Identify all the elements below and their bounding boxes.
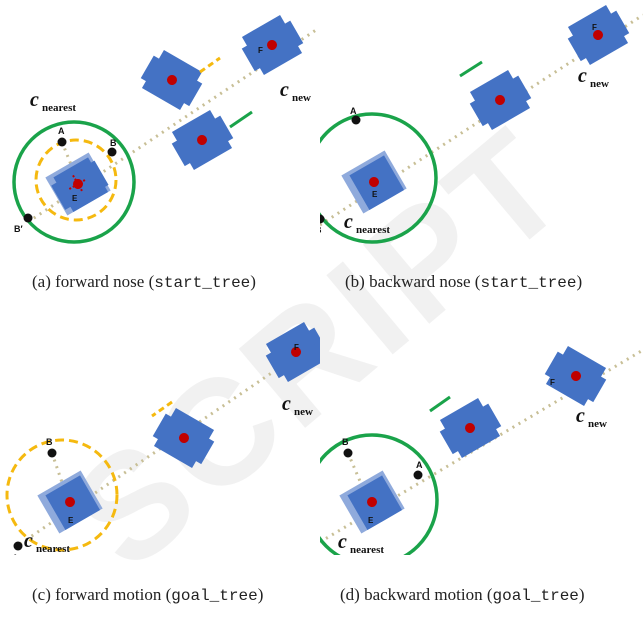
label-B-prime: B′ — [14, 224, 23, 234]
panel-forward-motion: A B E F c nearest c new — [0, 310, 320, 555]
label-F: F — [592, 23, 597, 32]
point-A — [351, 115, 361, 125]
robot-backward — [439, 397, 502, 459]
path-line — [19, 338, 320, 546]
c-nearest-symbol: c — [338, 531, 347, 553]
point-A — [413, 470, 423, 480]
label-A: A — [12, 553, 19, 555]
orange-arrow — [151, 400, 173, 418]
c-new-subscript: new — [294, 406, 313, 418]
label-A: A — [58, 126, 65, 136]
robot-F — [241, 14, 304, 76]
panel-backward-motion: A B E F c nearest c new — [320, 310, 643, 555]
c-nearest-symbol: c — [344, 211, 353, 233]
robot-E — [339, 470, 405, 534]
robot-F — [265, 321, 320, 383]
c-new-symbol: c — [282, 393, 291, 415]
robot-forward-2 — [171, 109, 234, 171]
green-circle — [320, 433, 439, 555]
green-circle — [320, 112, 438, 244]
label-B: B — [320, 225, 322, 235]
robot-forward — [152, 407, 215, 469]
label-B: B — [342, 437, 349, 447]
c-new-subscript: new — [292, 92, 311, 104]
caption-c: (c) forward motion (goal_tree) — [32, 585, 264, 605]
label-E: E — [368, 516, 374, 525]
c-new-symbol: c — [578, 65, 587, 87]
label-B: B — [46, 437, 53, 447]
c-nearest-symbol: c — [24, 530, 33, 552]
point-B — [47, 448, 57, 458]
label-E: E — [72, 194, 78, 203]
green-arrow — [229, 110, 253, 129]
point-B — [107, 147, 117, 157]
point-A — [13, 541, 23, 551]
robot-E — [341, 150, 407, 214]
point-B-prime — [23, 213, 33, 223]
c-nearest-subscript: nearest — [350, 544, 384, 555]
panel-backward-nose: A B E F c nearest c new — [320, 0, 643, 245]
point-A — [57, 137, 67, 147]
caption-b: (b) backward nose (start_tree) — [345, 272, 583, 292]
robot-forward-1 — [140, 49, 203, 111]
robot-F — [544, 345, 607, 407]
c-nearest-subscript: nearest — [36, 543, 70, 555]
panel-forward-nose: A B B′ E F c nearest c new — [0, 0, 320, 245]
path-line-B — [50, 452, 70, 501]
robot-backward-1 — [469, 69, 532, 131]
c-new-subscript: new — [588, 418, 607, 430]
orange-circle — [5, 438, 119, 552]
point-B — [320, 214, 325, 224]
label-F: F — [258, 46, 263, 55]
c-new-symbol: c — [280, 79, 289, 101]
label-A: A — [416, 460, 423, 470]
c-nearest-subscript: nearest — [42, 102, 76, 114]
orange-arrow — [199, 56, 221, 74]
label-B: B — [110, 138, 117, 148]
green-arrow — [459, 60, 483, 78]
label-E: E — [372, 190, 378, 199]
green-arrow — [429, 395, 451, 413]
label-F: F — [294, 343, 299, 352]
point-B — [343, 448, 353, 458]
c-new-symbol: c — [576, 405, 585, 427]
label-E: E — [68, 516, 74, 525]
orange-circle — [34, 138, 118, 222]
green-circle — [12, 120, 136, 244]
label-A: A — [350, 106, 357, 116]
caption-a: (a) forward nose (start_tree) — [32, 272, 256, 292]
caption-d: (d) backward motion (goal_tree) — [340, 585, 585, 605]
robot-E — [37, 470, 103, 534]
label-F: F — [550, 378, 555, 387]
c-nearest-subscript: nearest — [356, 224, 390, 236]
robot-F — [567, 4, 630, 66]
c-nearest-symbol: c — [30, 89, 39, 111]
c-new-subscript: new — [590, 78, 609, 90]
robot-E — [45, 152, 111, 216]
